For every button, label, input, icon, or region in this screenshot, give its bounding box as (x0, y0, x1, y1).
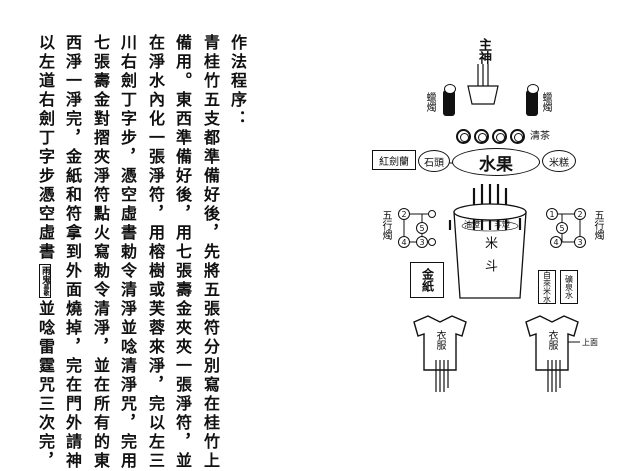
five-candles-left-label: 五行燭 (380, 210, 391, 240)
talisman-inner: 慕歌 (42, 284, 49, 296)
self-rice-water-box: 自來米水 (538, 270, 556, 304)
fruit-oval: 水果 (452, 148, 540, 176)
talisman-outer: 雨鬼 (40, 266, 50, 284)
tea-cup-1 (456, 129, 471, 144)
clothes-right-label: 衣服 (546, 330, 557, 350)
text-column-5: 川右劍丁字步，憑空虛書勅令清淨並唸清淨咒，完用 (118, 34, 137, 471)
tea-cup-3 (492, 129, 507, 144)
text-column-6: 七張壽金對摺夾淨符點火寫勅令清淨，並在所有的東 (91, 34, 110, 471)
tea-cup-2 (474, 129, 489, 144)
candle-num-right-1: 1 (546, 208, 558, 220)
candle-num-left-4: 3 (416, 236, 428, 248)
stone-oval: 石頭 (418, 150, 450, 172)
candle-num-right-4: 4 (550, 236, 562, 248)
clothes-left-label: 衣服 (434, 330, 445, 350)
tea-label: 清茶 (530, 131, 550, 142)
text-column-8: 以左道右劍丁字步憑空虛書雨鬼慕歌並唸雷霆咒三次完， (36, 34, 55, 471)
spring-water-label: 礦泉水 (564, 275, 574, 299)
candle-num-left-1: 2 (398, 208, 410, 220)
text-column-2: 青桂竹五支都準備好後，先將五張符分別寫在桂竹上 (201, 34, 220, 471)
text-column-8-start: 以左道右劍丁字步憑空虛書 (36, 34, 55, 262)
text-column-8-end: 並唸雷霆咒三次完， (36, 300, 55, 471)
oil-lamp-label: 油燈 (464, 220, 480, 229)
candle-right-label: 蠟燭 (540, 92, 551, 112)
candle-right-flame (527, 84, 539, 94)
main-god-label: 主神 (476, 38, 491, 64)
red-sword-orchid-box: 紅劍蘭 (372, 150, 416, 170)
rice-cake-oval: 米糕 (542, 150, 576, 172)
candle-num-right-2: 2 (574, 208, 586, 220)
rice-cake-label: 米糕 (549, 157, 569, 169)
talisman-glyph: 雨鬼慕歌 (39, 264, 51, 298)
text-column-7: 西淨一淨完，金紙和符拿到外面燒掉，完在門外請神 (63, 34, 82, 471)
altar-diagram: 主神 蠟燭 蠟燭 清茶 紅劍蘭 石頭 水果 米糕 五行燭 2 5 4 3 1 2… (370, 30, 632, 450)
spring-water-box: 礦泉水 (560, 270, 578, 304)
candle-dot-left-1 (428, 210, 436, 218)
tea-cup-4 (510, 129, 525, 144)
gold-paper-box: 金紙 (410, 262, 444, 298)
candle-num-left-2: 5 (416, 222, 428, 234)
candle-left-flame (444, 84, 456, 94)
self-rice-water-label: 自來米水 (542, 271, 552, 303)
rice-bucket-label: 米斗 (482, 236, 497, 282)
text-column-1: 作法程序： (228, 34, 247, 129)
on-top-label: 上面 (582, 338, 598, 347)
candle-left-label: 蠟燭 (424, 92, 435, 112)
text-column-3: 備用。東西準備好後，用七張壽金夾夾一張淨符，並 (173, 34, 192, 471)
fruit-label: 水果 (479, 154, 513, 175)
candle-num-left-3: 4 (398, 236, 410, 248)
candle-left (443, 90, 455, 116)
red-sword-orchid-label: 紅劍蘭 (379, 156, 409, 168)
gold-paper-label: 金紙 (420, 268, 435, 292)
candle-num-right-5: 3 (574, 236, 586, 248)
candle-right (526, 90, 538, 116)
bucket-lamp-label: 斗燈 (494, 220, 510, 229)
candle-num-right-3: 5 (556, 222, 568, 234)
candle-dot-left-2 (428, 238, 436, 246)
stone-label: 石頭 (424, 157, 444, 169)
text-column-4: 在淨水內化一張淨符，用榕樹或芙蓉來淨，完以左三 (146, 34, 165, 471)
five-candles-right-label: 五行燭 (592, 210, 603, 240)
